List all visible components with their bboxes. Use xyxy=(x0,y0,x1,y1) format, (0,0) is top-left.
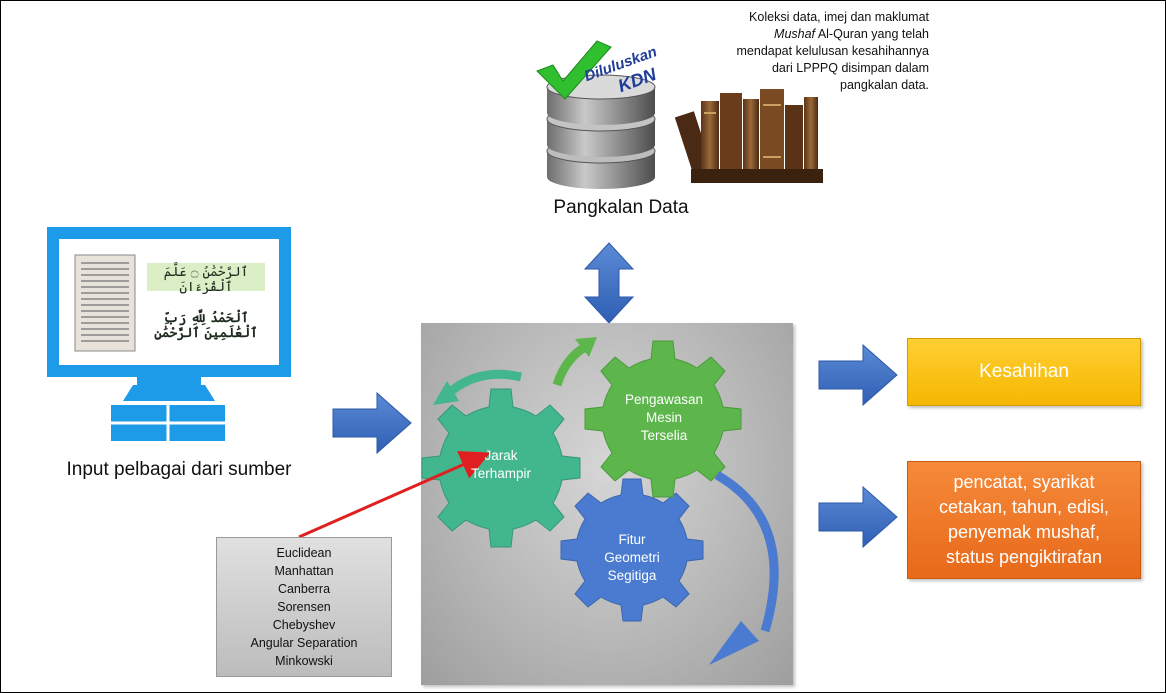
metric-item: Angular Separation xyxy=(250,636,358,650)
metric-item: Euclidean xyxy=(276,546,332,560)
metrics-pointer xyxy=(298,450,491,539)
books-image xyxy=(674,89,823,183)
database-label: Pangkalan Data xyxy=(553,197,689,218)
verse-line-2: ٱلْحَمْدُ لِلَّهِ رَبِّ ٱلْعَٰلَمِينَ ٱل… xyxy=(154,311,258,341)
manuscript-image xyxy=(74,254,136,352)
checkmark-icon xyxy=(536,40,612,100)
verse-highlight xyxy=(147,263,265,291)
input-label: Input pelbagai dari sumber xyxy=(66,459,292,480)
metric-item: Canberra xyxy=(277,582,331,596)
metric-item: Minkowski xyxy=(275,654,333,668)
output-arrow-validity-icon xyxy=(818,343,898,407)
database-caption: Koleksi data, imej dan maklumat Mushaf A… xyxy=(736,10,930,92)
input-arrow-icon xyxy=(332,391,412,455)
gear-supervised-icon xyxy=(584,340,742,498)
output-arrow-details-icon xyxy=(818,485,898,549)
gear-geometry-label: Fitur Geometri Segitiga xyxy=(604,532,660,583)
rotate-arrow-teal-icon xyxy=(446,369,523,397)
gear-supervised-label: Pengawasan Mesin Terselia xyxy=(624,392,704,443)
verse-line-1: ٱلرَّحْمَٰنُ ۝ عَلَّمَ ٱلْقُرْءَانَ xyxy=(163,265,249,295)
rotate-arrow-green-icon xyxy=(552,343,588,387)
gear-nearest-icon xyxy=(421,388,581,548)
details-output-box: pencatat, syarikat cetakan, tahun, edisi… xyxy=(907,461,1141,579)
metric-item: Chebyshev xyxy=(272,618,336,632)
gear-geometry-icon xyxy=(560,478,704,622)
metric-item: Sorensen xyxy=(277,600,331,614)
database-icon xyxy=(546,74,656,189)
rotate-arrow-blue-icon xyxy=(714,471,779,633)
validity-output-box: Kesahihan xyxy=(907,338,1141,406)
metric-item: Manhattan xyxy=(274,564,334,578)
distance-metrics-box: Euclidean Manhattan Canberra Sorensen Ch… xyxy=(216,537,392,677)
gear-nearest-label: Jarak Terhampir xyxy=(470,448,532,481)
